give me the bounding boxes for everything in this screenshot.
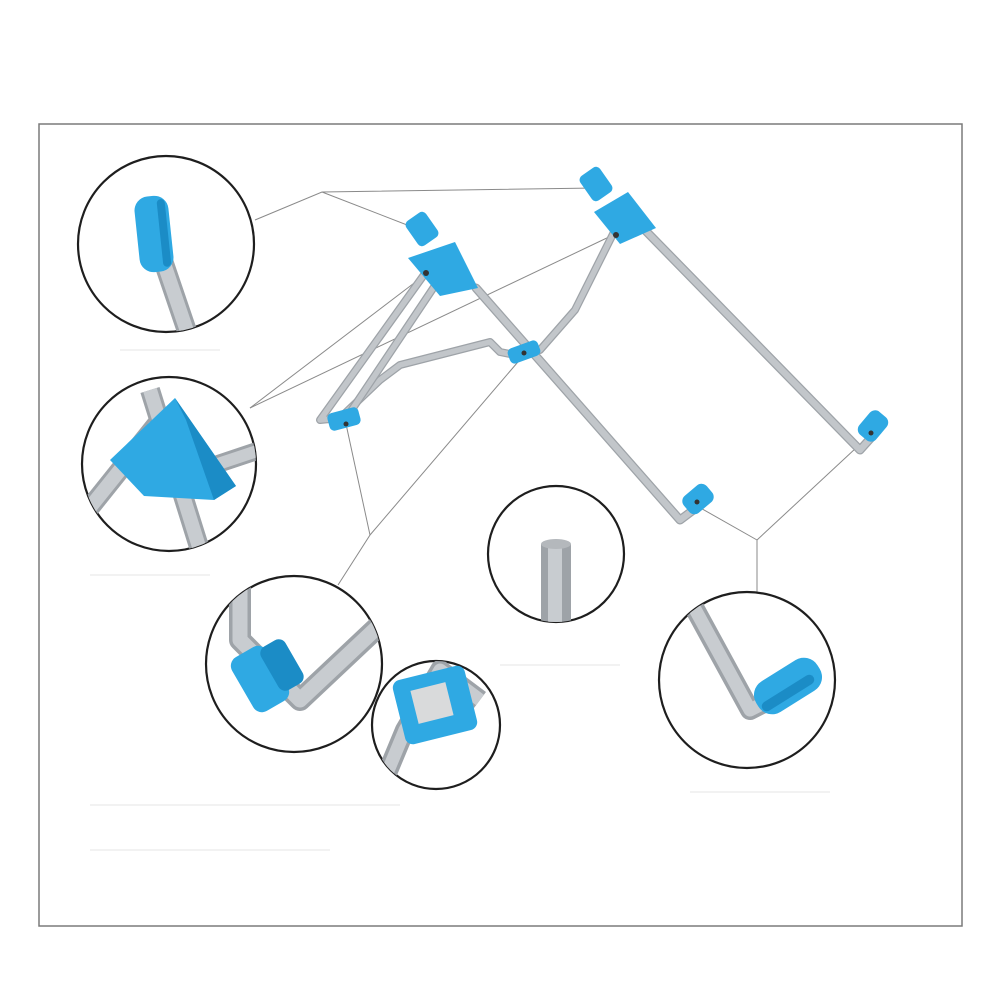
top-cap-detail	[78, 156, 254, 340]
pivot-block-detail	[372, 661, 500, 790]
hinge-clip-detail	[206, 576, 385, 752]
rod-end-detail	[488, 486, 624, 634]
corner-bracket-detail	[80, 377, 260, 551]
foot-hook-detail	[659, 592, 835, 768]
laptop-stand-icon	[320, 165, 891, 520]
